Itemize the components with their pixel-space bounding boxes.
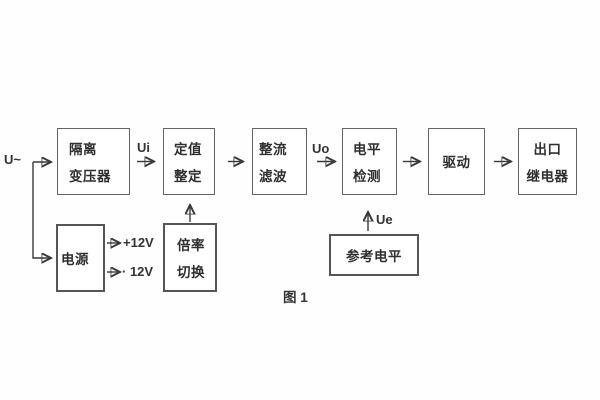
signal-label-uo: Uo [312,141,330,156]
block-ratio-switch: 倍率 切换 [163,223,217,292]
block-setpoint-adjust: 定值 整定 [163,128,215,195]
block-label: 切换 [177,264,205,280]
signal-label-ue: Ue [376,212,393,227]
block-label: 整流 [259,142,287,157]
block-power-supply: 电源 [56,224,105,292]
block-label: 变压器 [69,168,111,184]
block-label: 出口 [533,142,562,157]
block-label: 倍率 [177,238,205,253]
block-rectify-filter: 整流 滤波 [252,128,307,195]
block-isolation-transformer: 隔离 变压器 [57,128,130,195]
block-label: 滤波 [259,168,287,184]
block-label: 检测 [353,168,381,184]
block-label: 电源 [61,251,89,267]
power-output-minus12v-label: · 12V [122,264,154,279]
signal-label-ui: Ui [137,140,150,155]
block-label: 电平 [353,142,381,157]
block-label: 参考电平 [346,248,402,264]
block-drive: 驱动 [428,128,485,195]
block-label: 整定 [174,168,202,184]
input-signal-label: U~ [4,152,21,167]
block-label: 定值 [174,142,202,157]
block-label: 隔离 [69,142,97,157]
block-label: 驱动 [442,155,471,171]
block-output-relay: 出口 继电器 [518,128,577,195]
block-reference-level: 参考电平 [329,234,419,276]
block-label: 继电器 [526,168,569,184]
power-output-plus12v-label: +12V [123,235,154,250]
arrow-input-to-power [32,162,50,258]
figure-caption: 图 1 [283,290,308,305]
block-level-detect: 电平 检测 [342,128,397,195]
